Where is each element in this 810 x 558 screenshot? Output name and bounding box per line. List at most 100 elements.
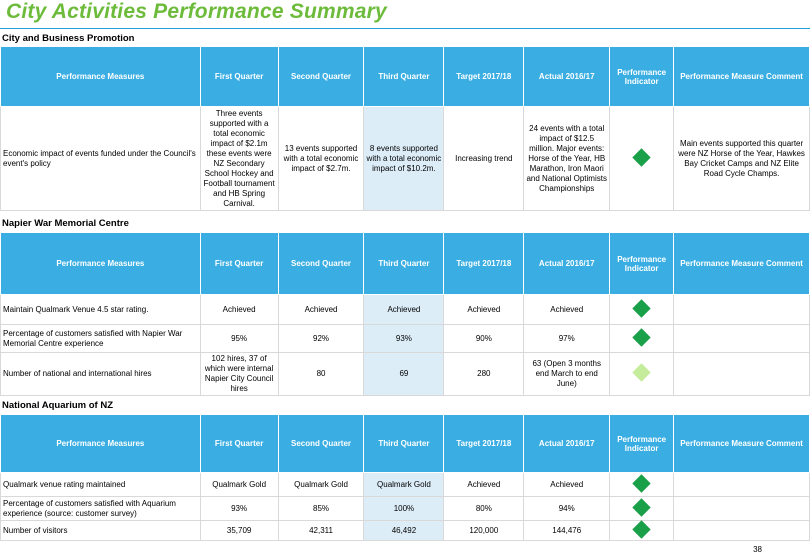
header-measures: Performance Measures: [0, 232, 201, 295]
indicator-cell: [609, 519, 675, 541]
header-indicator: Performance Indicator: [609, 46, 675, 107]
header-target: Target 2017/18: [443, 414, 525, 473]
header-actual: Actual 2016/17: [523, 414, 611, 473]
target-cell: 120,000: [443, 520, 525, 541]
header-q3: Third Quarter: [363, 46, 445, 107]
green-diamond-icon: [632, 473, 651, 493]
aquarium-table: Performance Measures First Quarter Secon…: [0, 414, 810, 541]
header-comment: Performance Measure Comment: [673, 46, 810, 107]
table-row: Percentage of customers satisfied with N…: [0, 324, 810, 353]
q2-cell: 85%: [277, 496, 365, 521]
header-actual: Actual 2016/17: [523, 232, 611, 295]
q1-cell: Achieved: [199, 294, 279, 325]
comment-cell: [673, 324, 810, 353]
actual-cell: 63 (Open 3 months end March to end June): [523, 352, 611, 396]
header-q1: First Quarter: [199, 46, 279, 107]
q2-cell: 13 events supported with a total economi…: [277, 106, 365, 211]
page-title: City Activities Performance Summary: [6, 0, 387, 23]
header-q3: Third Quarter: [363, 414, 445, 473]
comment-cell: [673, 472, 810, 497]
q1-cell: Three events supported with a total econ…: [199, 106, 279, 211]
q2-cell: 80: [277, 352, 365, 396]
target-cell: 90%: [443, 324, 525, 353]
comment-cell: [673, 352, 810, 396]
header-actual: Actual 2016/17: [523, 46, 611, 107]
title-rule: [0, 28, 810, 29]
comment-cell: Main events supported this quarter were …: [673, 106, 810, 211]
war-memorial-table: Performance Measures First Quarter Secon…: [0, 232, 810, 396]
indicator-cell: [609, 496, 675, 521]
q2-cell: Qualmark Gold: [277, 472, 365, 497]
target-cell: Achieved: [443, 472, 525, 497]
measure-cell: Maintain Qualmark Venue 4.5 star rating.: [0, 294, 201, 325]
header-indicator: Performance Indicator: [609, 232, 675, 295]
measure-cell: Number of national and international hir…: [0, 352, 201, 396]
section-title-war-memorial: Napier War Memorial Centre: [2, 218, 129, 229]
table-row: Qualmark venue rating maintained Qualmar…: [0, 472, 810, 497]
q2-cell: 42,311: [277, 520, 365, 541]
target-cell: Increasing trend: [443, 106, 525, 211]
actual-cell: Achieved: [523, 472, 611, 497]
comment-cell: [673, 496, 810, 521]
header-q1: First Quarter: [199, 414, 279, 473]
header-indicator: Performance Indicator: [609, 414, 675, 473]
header-comment: Performance Measure Comment: [673, 232, 810, 295]
q2-cell: 92%: [277, 324, 365, 353]
actual-cell: 24 events with a total impact of $12.5 m…: [523, 106, 611, 211]
q3-cell: 46,492: [363, 520, 445, 541]
table-row: Maintain Qualmark Venue 4.5 star rating.…: [0, 294, 810, 325]
q3-cell: Qualmark Gold: [363, 472, 445, 497]
target-cell: Achieved: [443, 294, 525, 325]
table-row: Percentage of customers satisfied with A…: [0, 496, 810, 521]
comment-cell: [673, 520, 810, 541]
target-cell: 80%: [443, 496, 525, 521]
header-target: Target 2017/18: [443, 46, 525, 107]
actual-cell: 94%: [523, 496, 611, 521]
q3-cell: 8 events supported with a total economic…: [363, 106, 445, 211]
table-row: Economic impact of events funded under t…: [0, 106, 810, 211]
header-q2: Second Quarter: [277, 414, 365, 473]
indicator-cell: [609, 352, 675, 396]
indicator-cell: [609, 472, 675, 497]
header-measures: Performance Measures: [0, 46, 201, 107]
header-q2: Second Quarter: [277, 46, 365, 107]
actual-cell: Achieved: [523, 294, 611, 325]
header-comment: Performance Measure Comment: [673, 414, 810, 473]
table-row: Number of national and international hir…: [0, 352, 810, 396]
table-header-row: Performance Measures First Quarter Secon…: [0, 46, 810, 107]
green-diamond-icon: [632, 147, 651, 167]
green-diamond-icon: [632, 327, 651, 347]
light-green-diamond-icon: [632, 363, 651, 382]
green-diamond-icon: [632, 519, 651, 539]
actual-cell: 97%: [523, 324, 611, 353]
indicator-cell: [609, 106, 675, 211]
header-measures: Performance Measures: [0, 414, 201, 473]
city-promotion-table: Performance Measures First Quarter Secon…: [0, 46, 810, 211]
measure-cell: Economic impact of events funded under t…: [0, 106, 201, 211]
q3-cell: 100%: [363, 496, 445, 521]
section-title-aquarium: National Aquarium of NZ: [2, 400, 114, 411]
green-diamond-icon: [632, 497, 651, 517]
measure-cell: Qualmark venue rating maintained: [0, 472, 201, 497]
table-row: Number of visitors 35,709 42,311 46,492 …: [0, 519, 810, 541]
header-q1: First Quarter: [199, 232, 279, 295]
q1-cell: 102 hires, 37 of which were internal Nap…: [199, 352, 279, 396]
q1-cell: 95%: [199, 324, 279, 353]
measure-cell: Number of visitors: [0, 520, 201, 541]
q1-cell: 93%: [199, 496, 279, 521]
section-title-city-promotion: City and Business Promotion: [2, 33, 135, 44]
q2-cell: Achieved: [277, 294, 365, 325]
table-header-row: Performance Measures First Quarter Secon…: [0, 232, 810, 295]
indicator-cell: [609, 324, 675, 353]
header-q3: Third Quarter: [363, 232, 445, 295]
header-target: Target 2017/18: [443, 232, 525, 295]
q3-cell: Achieved: [363, 294, 445, 325]
indicator-cell: [609, 294, 675, 325]
measure-cell: Percentage of customers satisfied with N…: [0, 324, 201, 353]
page-number: 38: [753, 545, 762, 554]
q3-cell: 93%: [363, 324, 445, 353]
header-q2: Second Quarter: [277, 232, 365, 295]
q3-cell: 69: [363, 352, 445, 396]
green-diamond-icon: [632, 298, 651, 318]
q1-cell: Qualmark Gold: [199, 472, 279, 497]
